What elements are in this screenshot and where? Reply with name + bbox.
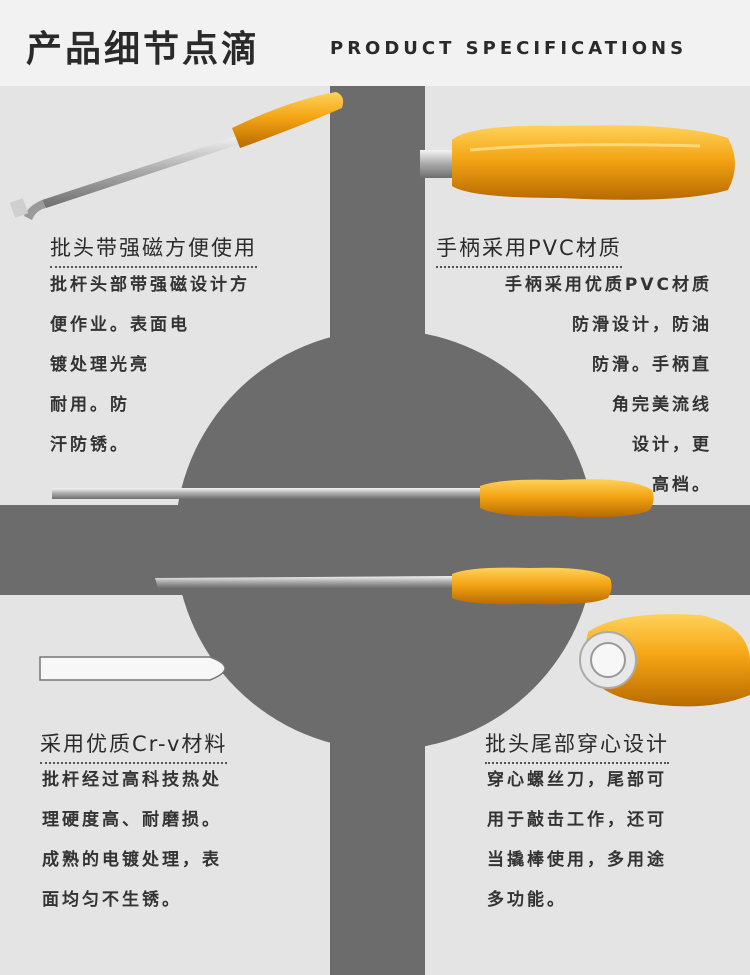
flat-tip-image bbox=[39, 656, 226, 681]
handle-end-image bbox=[579, 614, 750, 707]
feature-4-line: 穿心螺丝刀，尾部可 bbox=[487, 770, 667, 790]
feature-1-line: 便作业。表面电 bbox=[50, 315, 190, 335]
feature-3-title: 采用优质Cr-v材料 bbox=[40, 728, 228, 764]
feature-1-description: 批杆头部带强磁设计方 便作业。表面电 镀处理光亮 耐用。防 汗防锈。 bbox=[50, 265, 250, 465]
center-circle bbox=[175, 330, 595, 750]
feature-2-line: 防滑。手柄直 bbox=[592, 355, 712, 375]
bent-screwdriver-image bbox=[9, 92, 344, 220]
long-screwdriver-image bbox=[52, 479, 654, 518]
second-screwdriver-image bbox=[155, 567, 612, 605]
feature-4-line: 用于敲击工作，还可 bbox=[487, 810, 667, 830]
feature-2-line: 设计，更 bbox=[632, 435, 712, 455]
feature-3-line: 成熟的电镀处理，表 bbox=[42, 850, 222, 870]
feature-3-line: 面均匀不生锈。 bbox=[42, 890, 182, 910]
feature-1-line: 镀处理光亮 bbox=[50, 355, 150, 375]
feature-2-line: 防滑设计，防油 bbox=[572, 315, 712, 335]
feature-2-description: 手柄采用优质PVC材质 防滑设计，防油 防滑。手柄直 角完美流线 设计，更 高档… bbox=[505, 265, 712, 505]
feature-1-line: 批杆头部带强磁设计方 bbox=[50, 275, 250, 295]
feature-1-line: 耐用。防 bbox=[50, 395, 130, 415]
feature-1-line: 汗防锈。 bbox=[50, 435, 130, 455]
feature-2-title: 手柄采用PVC材质 bbox=[436, 232, 622, 268]
feature-4-description: 穿心螺丝刀，尾部可 用于敲击工作，还可 当撬棒使用，多用途 多功能。 bbox=[487, 760, 667, 920]
pvc-handle-image bbox=[420, 125, 735, 200]
feature-4-line: 多功能。 bbox=[487, 890, 567, 910]
feature-3-description: 批杆经过高科技热处 理硬度高、耐磨损。 成熟的电镀处理，表 面均匀不生锈。 bbox=[42, 760, 222, 920]
feature-4-line: 当撬棒使用，多用途 bbox=[487, 850, 667, 870]
feature-2-line: 高档。 bbox=[652, 475, 712, 495]
header-title-en: PRODUCT SPECIFICATIONS bbox=[330, 38, 688, 59]
feature-2-line: 手柄采用优质PVC材质 bbox=[504, 275, 712, 295]
feature-4-title: 批头尾部穿心设计 bbox=[485, 728, 669, 764]
feature-3-line: 理硬度高、耐磨损。 bbox=[42, 810, 222, 830]
feature-3-line: 批杆经过高科技热处 bbox=[42, 770, 222, 790]
header-banner: 产品细节点滴 PRODUCT SPECIFICATIONS bbox=[0, 0, 750, 86]
feature-2-line: 角完美流线 bbox=[612, 395, 712, 415]
header-title-cn: 产品细节点滴 bbox=[26, 29, 261, 70]
feature-1-title: 批头带强磁方便使用 bbox=[50, 232, 257, 268]
